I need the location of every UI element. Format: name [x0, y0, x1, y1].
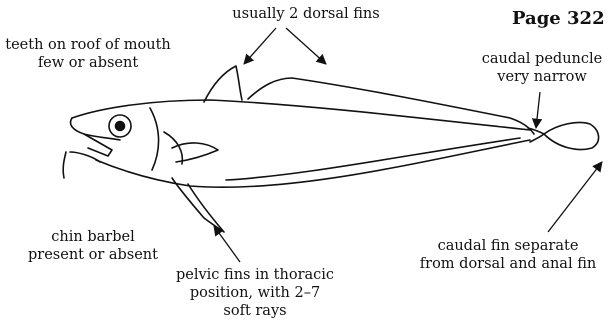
anal-fin	[226, 138, 520, 180]
fish-head	[71, 118, 121, 140]
caudal-peduncle-label: caudal peduncle very narrow	[474, 50, 610, 86]
caudal-fin-label-line2: from dorsal and anal fin	[404, 255, 612, 273]
arrow-dorsal-second	[286, 28, 326, 64]
chin-barbel-label-line2: present or absent	[18, 246, 168, 264]
dorsal-fins-label: usually 2 dorsal fins	[206, 5, 406, 23]
caudal-fin-label-line1: caudal fin separate	[404, 237, 612, 255]
caudal-fin-label: caudal fin separate from dorsal and anal…	[404, 237, 612, 273]
page-number: Page 322	[512, 8, 605, 30]
teeth-label-line1: teeth on roof of mouth	[2, 36, 174, 54]
chin-barbel	[63, 152, 66, 178]
arrow-dorsal-first	[244, 28, 276, 64]
caudal-fin	[544, 122, 599, 149]
teeth-label-line2: few or absent	[2, 54, 174, 72]
pelvic-fins-label: pelvic fins in thoracic position, with 2…	[150, 266, 360, 320]
fish-body-outline	[72, 100, 530, 130]
first-dorsal-fin	[204, 66, 242, 102]
gill-cover	[150, 108, 159, 170]
arrow-peduncle	[536, 92, 540, 128]
arrow-pelvic-fin	[214, 226, 240, 262]
chin-barbel-label-line1: chin barbel	[18, 228, 168, 246]
pelvic-fins-label-line3: soft rays	[150, 302, 360, 320]
pectoral-fin	[172, 143, 218, 162]
caudal-peduncle-label-line2: very narrow	[474, 68, 610, 86]
teeth-label: teeth on roof of mouth few or absent	[2, 36, 174, 72]
arrow-caudal-fin	[548, 162, 602, 232]
caudal-peduncle-label-line1: caudal peduncle	[474, 50, 610, 68]
pelvic-fins-label-line1: pelvic fins in thoracic	[150, 266, 360, 284]
pelvic-fins-label-line2: position, with 2–7	[150, 284, 360, 302]
chin-barbel-label: chin barbel present or absent	[18, 228, 168, 264]
